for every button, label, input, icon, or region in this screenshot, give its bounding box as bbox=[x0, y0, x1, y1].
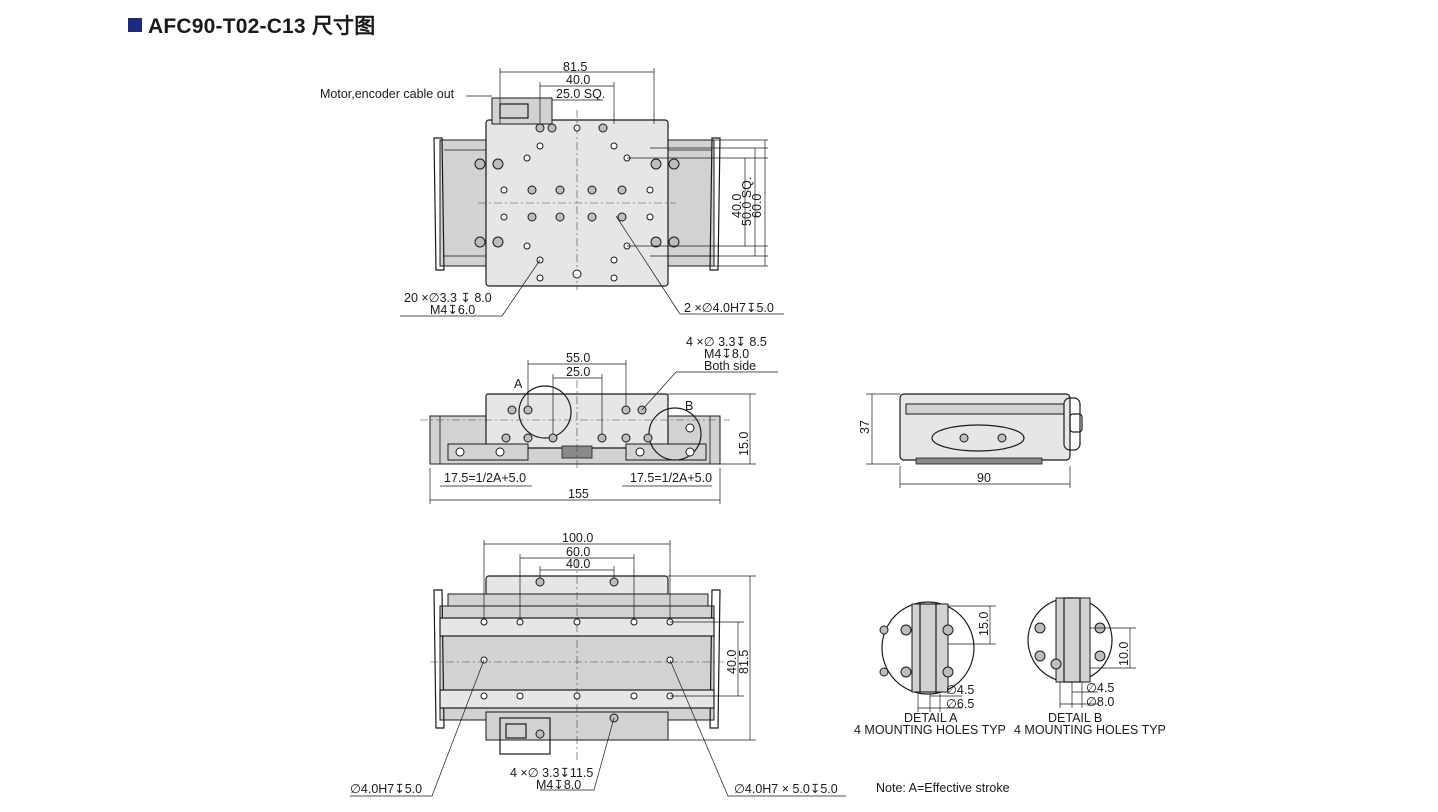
dim-25: 25.0 bbox=[566, 365, 590, 379]
detail-a-sub: 4 MOUNTING HOLES TYP bbox=[854, 723, 1006, 737]
bottom-note-left: ∅4.0H7↧5.0 bbox=[350, 782, 422, 796]
end-dim-37: 37 bbox=[858, 420, 872, 434]
dim-55: 55.0 bbox=[566, 351, 590, 365]
bottom-note-right: ∅4.0H7 × 5.0↧5.0 bbox=[734, 782, 838, 796]
bottom-note-mid-1: 4 ×∅ 3.3↧11.5 bbox=[510, 766, 593, 780]
holes-note-1: 20 ×∅3.3 ↧ 8.0 bbox=[404, 291, 492, 305]
detail-b-label: DETAIL B bbox=[1048, 711, 1102, 725]
bottom-dim-v40: 40.0 bbox=[725, 650, 739, 674]
dim-v40: 40.0 bbox=[730, 194, 744, 218]
dim-40-0: 40.0 bbox=[566, 73, 590, 87]
label-a: A bbox=[514, 377, 523, 391]
dim-right: 17.5=1/2A+5.0 bbox=[630, 471, 712, 485]
cable-label: Motor,encoder cable out bbox=[320, 87, 455, 101]
pin-note: 2 ×∅4.0H7↧5.0 bbox=[684, 301, 774, 315]
bottom-view: 100.0 60.0 40.0 40.0 81.5 ∅4.0H7↧5.0 4 ×… bbox=[350, 531, 846, 797]
bottom-dim-40: 40.0 bbox=[566, 557, 590, 571]
side-view: 55.0 25.0 4 ×∅ 3.3↧ 8.5 M4↧8.0 Both side… bbox=[420, 335, 778, 504]
side-view-holes bbox=[455, 405, 695, 457]
dim-81-5: 81.5 bbox=[563, 60, 587, 74]
bottom-dim-60: 60.0 bbox=[566, 545, 590, 559]
detail-a-dim-45: ∅4.5 bbox=[946, 683, 974, 697]
page-title: AFC90-T02-C13 尺寸图 bbox=[128, 10, 375, 40]
detail-b-dim-45: ∅4.5 bbox=[1086, 681, 1114, 695]
stroke-note: Note: A=Effective stroke bbox=[876, 781, 1010, 795]
detail-b: 10.0 ∅4.5 ∅8.0 DETAIL B 4 MOUNTING HOLES… bbox=[1014, 597, 1166, 737]
label-b: B bbox=[685, 399, 693, 413]
bottom-note-mid-2: M4↧8.0 bbox=[536, 778, 581, 792]
end-dim-90: 90 bbox=[977, 471, 991, 485]
dim-v60: 60.0 bbox=[750, 194, 764, 218]
side-note-3: Both side bbox=[704, 359, 756, 373]
bottom-dim-v81: 81.5 bbox=[737, 650, 751, 674]
detail-a-label: DETAIL A bbox=[904, 711, 958, 725]
detail-a: 15.0 ∅4.5 ∅6.5 DETAIL A 4 MOUNTING HOLES… bbox=[854, 601, 1006, 737]
detail-b-sub: 4 MOUNTING HOLES TYP bbox=[1014, 723, 1166, 737]
side-note-2: M4↧8.0 bbox=[704, 347, 749, 361]
side-note-1: 4 ×∅ 3.3↧ 8.5 bbox=[686, 335, 767, 349]
dim-v50: 50.0 SQ. bbox=[740, 177, 754, 226]
bottom-dim-100: 100.0 bbox=[562, 531, 593, 545]
top-view: 81.5 40.0 25.0 SQ. Motor,encoder cable o… bbox=[320, 60, 784, 317]
top-view-holes bbox=[474, 123, 680, 282]
dim-25-sq: 25.0 SQ. bbox=[556, 87, 605, 101]
dim-left: 17.5=1/2A+5.0 bbox=[444, 471, 526, 485]
title-bullet-icon bbox=[128, 18, 142, 32]
end-view: 37 90 bbox=[858, 393, 1083, 488]
detail-b-dim-80: ∅8.0 bbox=[1086, 695, 1114, 709]
dim-15: 15.0 bbox=[737, 432, 751, 456]
detail-b-dim-10: 10.0 bbox=[1117, 642, 1131, 666]
dim-155: 155 bbox=[568, 487, 589, 501]
holes-note-2: M4↧6.0 bbox=[430, 303, 475, 317]
title-text: AFC90-T02-C13 尺寸图 bbox=[148, 15, 376, 38]
detail-a-dim-15: 15.0 bbox=[977, 612, 991, 636]
detail-a-dim-65: ∅6.5 bbox=[946, 697, 974, 711]
